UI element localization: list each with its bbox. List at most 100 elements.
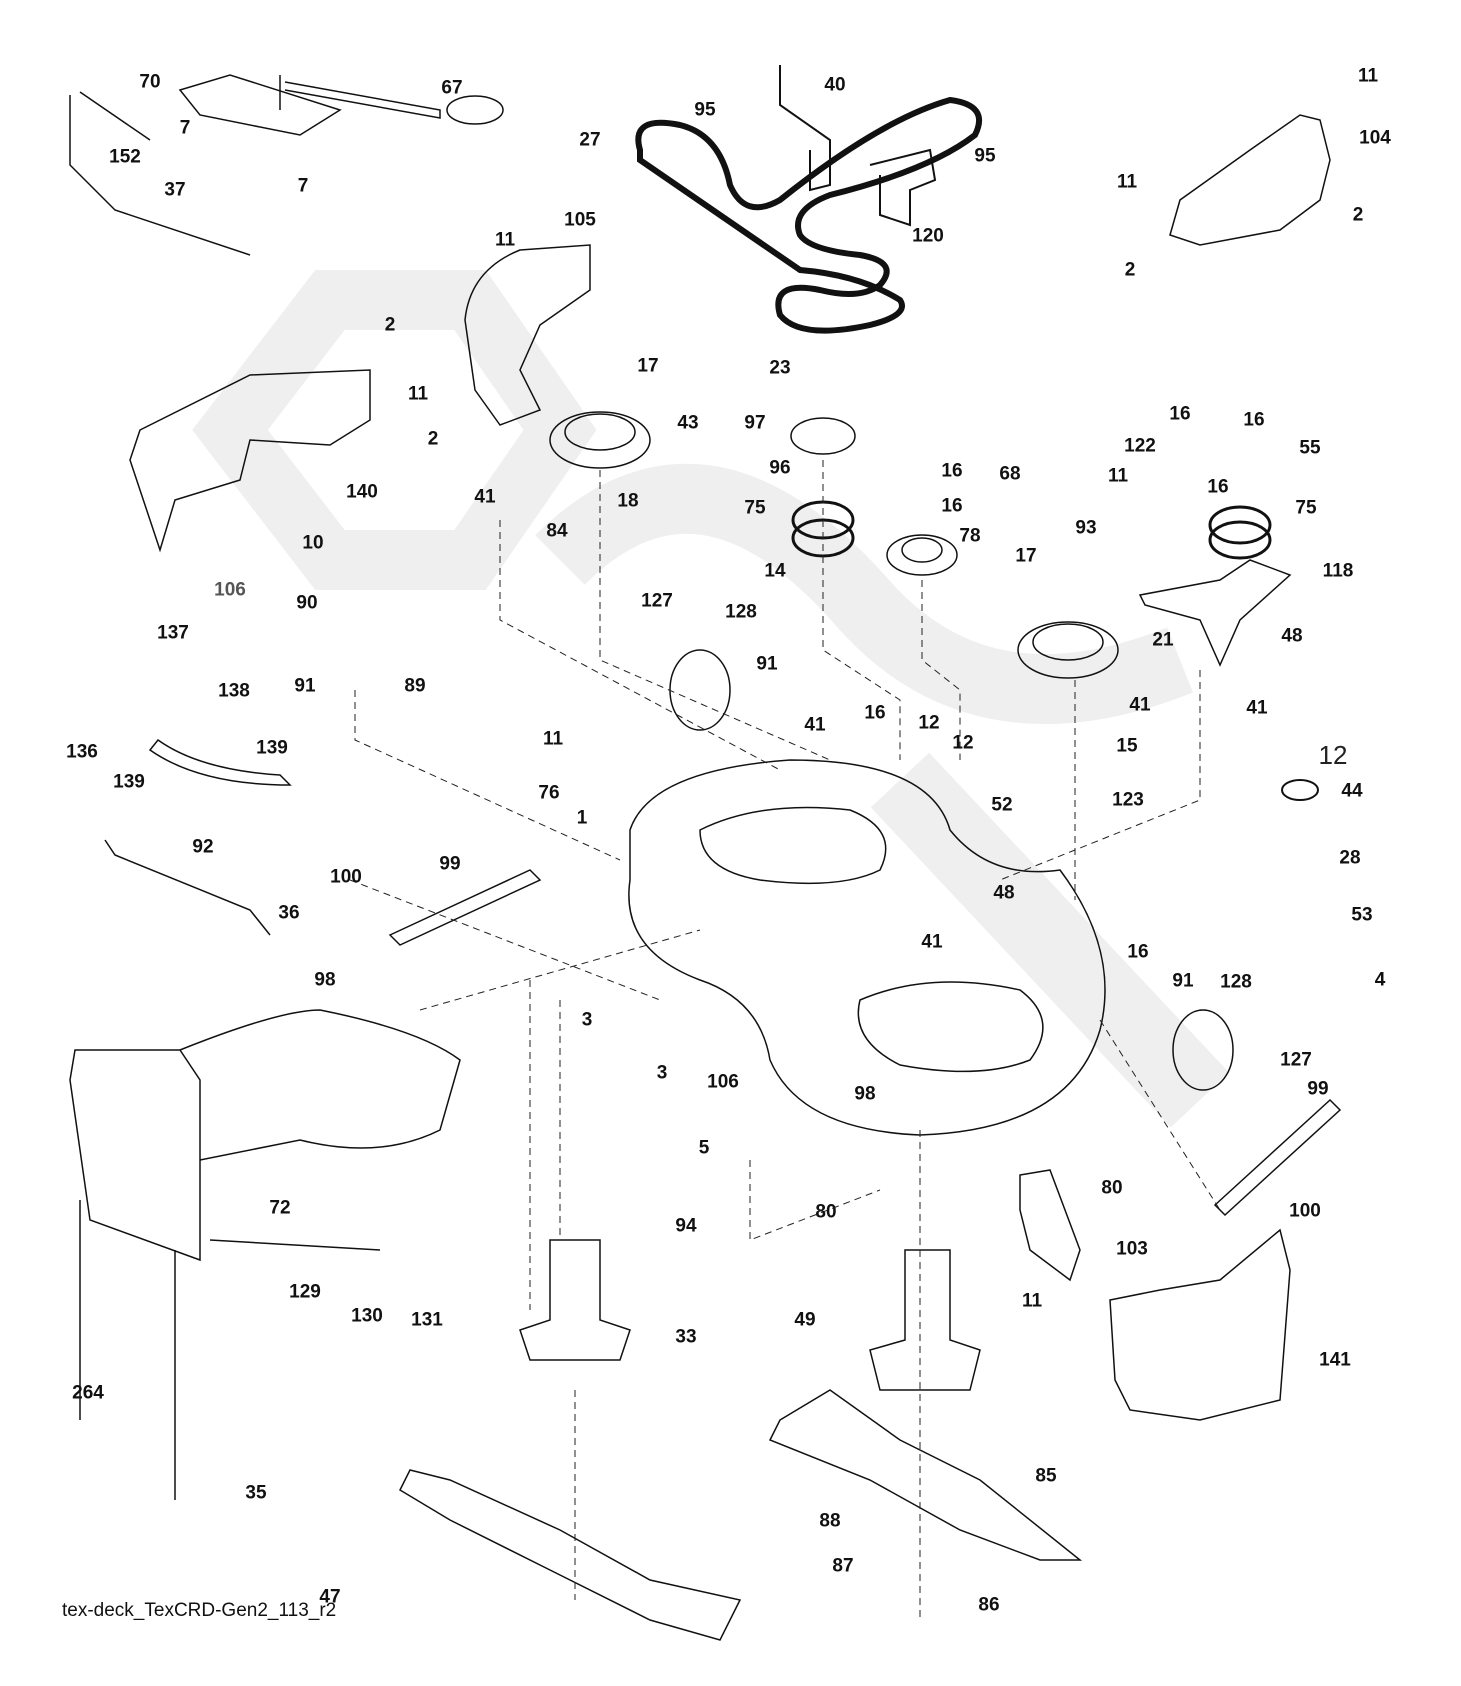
part-callout-17[interactable]: 17 <box>637 355 659 377</box>
part-callout-93[interactable]: 93 <box>1075 517 1097 539</box>
part-callout-47[interactable]: 47 <box>319 1586 341 1608</box>
part-callout-75[interactable]: 75 <box>1295 497 1317 519</box>
part-callout-41[interactable]: 41 <box>804 714 826 736</box>
part-callout-127[interactable]: 127 <box>1280 1049 1312 1071</box>
part-callout-85[interactable]: 85 <box>1035 1465 1057 1487</box>
part-callout-53[interactable]: 53 <box>1351 904 1373 926</box>
part-callout-122[interactable]: 122 <box>1124 435 1156 457</box>
part-callout-41[interactable]: 41 <box>1246 697 1268 719</box>
part-callout-141[interactable]: 141 <box>1319 1349 1351 1371</box>
part-callout-15[interactable]: 15 <box>1116 735 1138 757</box>
part-callout-139[interactable]: 139 <box>256 737 288 759</box>
part-callout-99[interactable]: 99 <box>439 853 461 875</box>
part-callout-27[interactable]: 27 <box>579 129 601 151</box>
part-callout-16[interactable]: 16 <box>1169 403 1191 425</box>
part-callout-76[interactable]: 76 <box>538 782 560 804</box>
part-callout-11[interactable]: 11 <box>407 383 429 405</box>
part-callout-91[interactable]: 91 <box>294 675 316 697</box>
part-callout-11[interactable]: 11 <box>494 229 516 251</box>
part-callout-55[interactable]: 55 <box>1299 437 1321 459</box>
part-callout-2[interactable]: 2 <box>427 428 439 450</box>
part-callout-80[interactable]: 80 <box>815 1201 837 1223</box>
part-callout-28[interactable]: 28 <box>1339 847 1361 869</box>
part-callout-23[interactable]: 23 <box>769 357 791 379</box>
part-callout-3[interactable]: 3 <box>656 1062 668 1084</box>
part-callout-106[interactable]: 106 <box>707 1071 739 1093</box>
part-callout-118[interactable]: 118 <box>1322 560 1354 582</box>
part-callout-36[interactable]: 36 <box>278 902 300 924</box>
part-callout-152[interactable]: 152 <box>109 146 141 168</box>
part-callout-68[interactable]: 68 <box>999 463 1021 485</box>
part-callout-48[interactable]: 48 <box>1281 625 1303 647</box>
part-callout-40[interactable]: 40 <box>824 74 846 96</box>
part-callout-123[interactable]: 123 <box>1112 789 1144 811</box>
part-callout-88[interactable]: 88 <box>819 1510 841 1532</box>
part-callout-91[interactable]: 91 <box>756 653 778 675</box>
part-callout-16[interactable]: 16 <box>1207 476 1229 498</box>
part-callout-80[interactable]: 80 <box>1101 1177 1123 1199</box>
part-callout-92[interactable]: 92 <box>192 836 214 858</box>
part-callout-96[interactable]: 96 <box>769 457 791 479</box>
part-callout-106[interactable]: 106 <box>214 579 246 601</box>
part-callout-138[interactable]: 138 <box>218 680 250 702</box>
part-callout-2[interactable]: 2 <box>1124 259 1136 281</box>
part-callout-97[interactable]: 97 <box>744 412 766 434</box>
part-callout-7[interactable]: 7 <box>297 175 309 197</box>
part-callout-21[interactable]: 21 <box>1152 629 1174 651</box>
part-callout-35[interactable]: 35 <box>245 1482 267 1504</box>
part-callout-11[interactable]: 11 <box>1357 65 1379 87</box>
part-callout-105[interactable]: 105 <box>564 209 596 231</box>
part-callout-100[interactable]: 100 <box>1289 1200 1321 1222</box>
part-callout-41[interactable]: 41 <box>474 486 496 508</box>
part-callout-12[interactable]: 12 <box>1318 740 1348 770</box>
part-callout-16[interactable]: 16 <box>941 495 963 517</box>
part-callout-2[interactable]: 2 <box>1352 204 1364 226</box>
part-callout-17[interactable]: 17 <box>1015 545 1037 567</box>
part-callout-84[interactable]: 84 <box>546 520 568 542</box>
part-callout-11[interactable]: 11 <box>1116 171 1138 193</box>
part-callout-128[interactable]: 128 <box>725 601 757 623</box>
part-callout-16[interactable]: 16 <box>864 702 886 724</box>
part-callout-100[interactable]: 100 <box>330 866 362 888</box>
part-callout-91[interactable]: 91 <box>1172 970 1194 992</box>
part-callout-136[interactable]: 136 <box>66 741 98 763</box>
part-callout-48[interactable]: 48 <box>993 882 1015 904</box>
part-callout-98[interactable]: 98 <box>314 969 336 991</box>
part-callout-12[interactable]: 12 <box>952 732 974 754</box>
part-callout-10[interactable]: 10 <box>302 532 324 554</box>
part-callout-16[interactable]: 16 <box>1243 409 1265 431</box>
part-callout-129[interactable]: 129 <box>289 1281 321 1303</box>
part-callout-95[interactable]: 95 <box>694 99 716 121</box>
part-callout-14[interactable]: 14 <box>764 560 786 582</box>
part-callout-72[interactable]: 72 <box>269 1197 291 1219</box>
part-callout-139[interactable]: 139 <box>113 771 145 793</box>
part-callout-33[interactable]: 33 <box>675 1326 697 1348</box>
part-callout-90[interactable]: 90 <box>296 592 318 614</box>
part-callout-4[interactable]: 4 <box>1374 969 1386 991</box>
part-callout-2[interactable]: 2 <box>384 314 396 336</box>
part-callout-86[interactable]: 86 <box>978 1594 1000 1616</box>
part-callout-131[interactable]: 131 <box>411 1309 443 1331</box>
part-callout-3[interactable]: 3 <box>581 1009 593 1031</box>
part-callout-5[interactable]: 5 <box>698 1137 710 1159</box>
part-callout-11[interactable]: 11 <box>1021 1290 1043 1312</box>
part-callout-11[interactable]: 11 <box>1107 465 1129 487</box>
part-callout-130[interactable]: 130 <box>351 1305 383 1327</box>
part-callout-87[interactable]: 87 <box>832 1555 854 1577</box>
part-callout-128[interactable]: 128 <box>1220 971 1252 993</box>
part-callout-99[interactable]: 99 <box>1307 1078 1329 1100</box>
part-callout-43[interactable]: 43 <box>677 412 699 434</box>
part-callout-41[interactable]: 41 <box>921 931 943 953</box>
part-callout-16[interactable]: 16 <box>1127 941 1149 963</box>
part-callout-264[interactable]: 264 <box>72 1382 104 1404</box>
part-callout-94[interactable]: 94 <box>675 1215 697 1237</box>
part-callout-49[interactable]: 49 <box>794 1309 816 1331</box>
part-callout-16[interactable]: 16 <box>941 460 963 482</box>
part-callout-75[interactable]: 75 <box>744 497 766 519</box>
part-callout-12[interactable]: 12 <box>918 712 940 734</box>
part-callout-44[interactable]: 44 <box>1341 780 1363 802</box>
part-callout-67[interactable]: 67 <box>441 77 463 99</box>
part-callout-137[interactable]: 137 <box>157 622 189 644</box>
part-callout-140[interactable]: 140 <box>346 481 378 503</box>
part-callout-41[interactable]: 41 <box>1129 694 1151 716</box>
